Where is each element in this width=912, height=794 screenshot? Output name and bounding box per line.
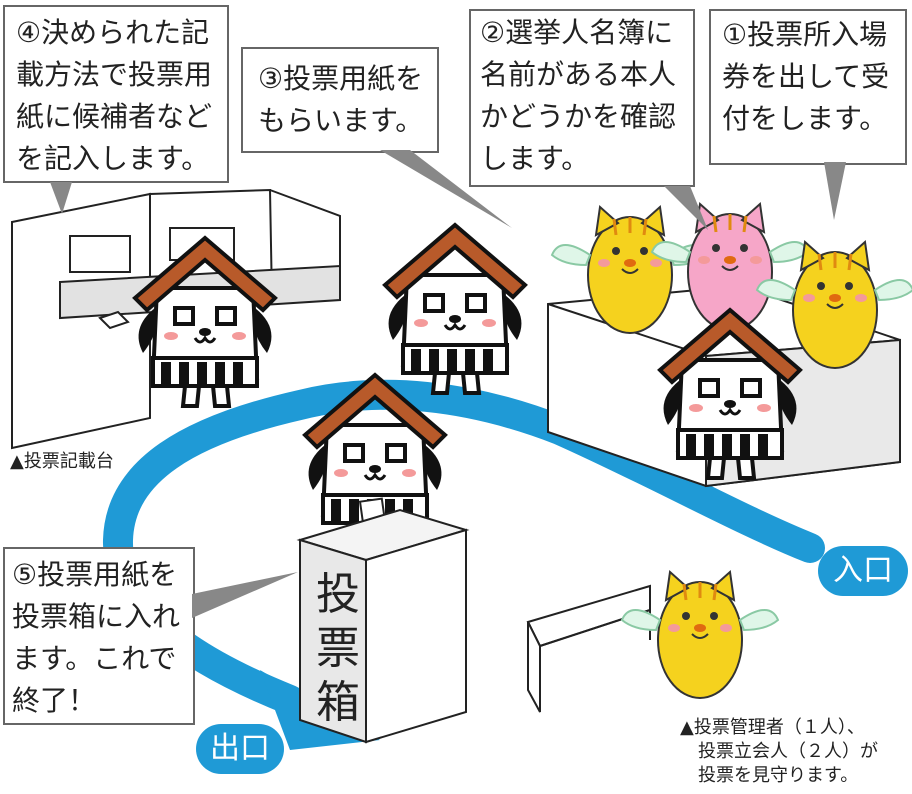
bubble-step-2 — [469, 9, 708, 230]
step-2-text: ②選挙人名簿に 名前がある本人 かどうかを確認 します。 — [480, 16, 677, 175]
bubble-step-5 — [3, 547, 298, 725]
supervisor-caption: ▲投票管理者（１人）、 投票立会人（２人）が 投票を見守ります。 — [680, 717, 878, 786]
bubble-step-4 — [3, 5, 229, 214]
step-4-text: ④決められた記 載方法で投票用 紙に候補者など を記入します。 — [16, 16, 213, 175]
bubble-step-3 — [241, 47, 512, 228]
step-1-text: ①投票所入場 券を出して受 付をします。 — [722, 18, 890, 135]
ballot-box — [296, 508, 470, 744]
voter-receiving-ballot — [383, 223, 527, 395]
exit-label: 出口 — [210, 731, 270, 766]
entrance-label: 入口 — [833, 553, 893, 588]
step-5-text: ⑤投票用紙を 投票箱に入れ ます。これで 終了！ — [12, 558, 181, 717]
entrance-pill — [818, 546, 908, 596]
exit-pill — [196, 724, 284, 774]
step-3-text: ③投票用紙を もらいます。 — [258, 62, 424, 137]
bubble-step-1 — [709, 9, 907, 220]
supervisor-desk — [526, 584, 651, 713]
booth-caption: ▲投票記載台 — [10, 451, 114, 472]
ballot-box-label: 投 票 箱 — [316, 569, 360, 728]
